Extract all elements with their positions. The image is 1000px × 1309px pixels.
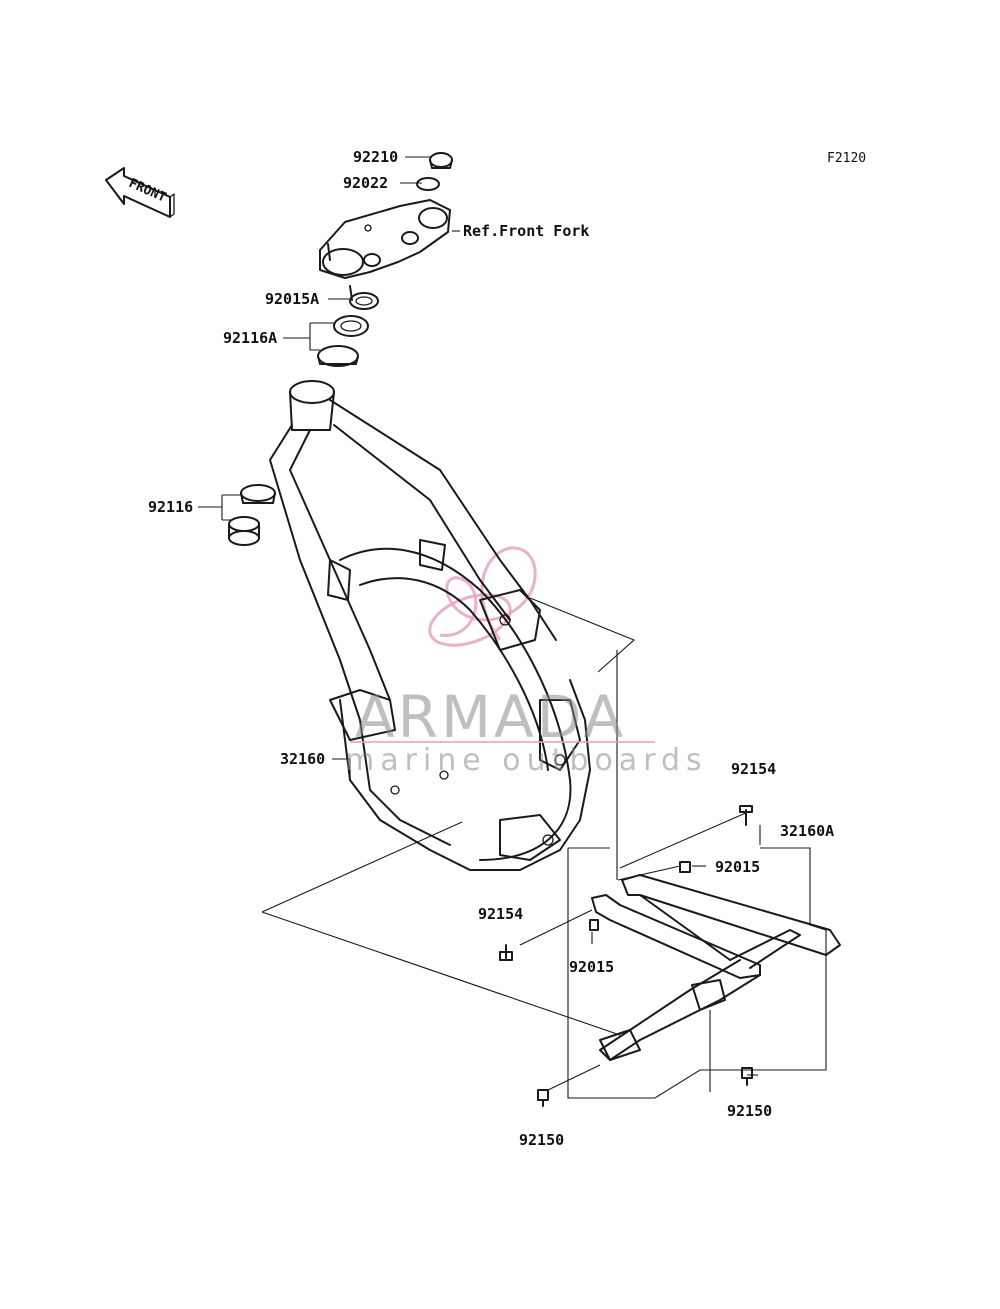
part-label-92116a: 92116A <box>223 329 277 347</box>
bolt-92150-bottom-part <box>537 1089 549 1107</box>
part-label-92150-bottom: 92150 <box>519 1131 564 1149</box>
part-label-92015-mid: 92015 <box>569 958 614 976</box>
bearing-92116-part <box>228 484 276 546</box>
part-label-92015-right: 92015 <box>715 858 760 876</box>
part-label-32160: 32160 <box>280 750 325 768</box>
diagram-code: F2120 <box>827 151 866 166</box>
part-label-32160a: 32160A <box>780 822 834 840</box>
bearing-92116a-part <box>317 315 369 367</box>
bolt-92154-left-part <box>499 944 513 961</box>
part-label-92154-left: 92154 <box>478 905 523 923</box>
part-label-92116: 92116 <box>148 498 193 516</box>
stem-nut-part <box>429 152 453 169</box>
watermark-brand: ARMADA <box>355 683 626 751</box>
sub-frame-part <box>591 874 841 1061</box>
part-label-92154-top: 92154 <box>731 760 776 778</box>
watermark-logo <box>428 546 537 647</box>
front-arrow-label: FRONT <box>126 176 168 206</box>
oil-seal-92015a-part <box>349 292 379 310</box>
steering-stem-part <box>319 199 451 301</box>
front-direction-arrow-icon: FRONT <box>105 167 175 218</box>
bolt-92150-right-part <box>741 1067 753 1086</box>
collar-92015-mid-part <box>589 919 599 931</box>
ref-front-fork-label: Ref.Front Fork <box>463 222 589 240</box>
collar-92015-right-part <box>679 861 691 873</box>
part-label-92015a: 92015A <box>265 290 319 308</box>
leader-lines <box>198 156 827 1099</box>
main-frame-part <box>269 380 591 871</box>
part-label-92210: 92210 <box>353 148 398 166</box>
part-label-92150-right: 92150 <box>727 1102 772 1120</box>
watermark-tagline: marine outboards <box>345 743 708 778</box>
washer-part <box>416 177 440 191</box>
bolt-92154-top-part <box>739 805 753 826</box>
part-label-92022: 92022 <box>343 174 388 192</box>
